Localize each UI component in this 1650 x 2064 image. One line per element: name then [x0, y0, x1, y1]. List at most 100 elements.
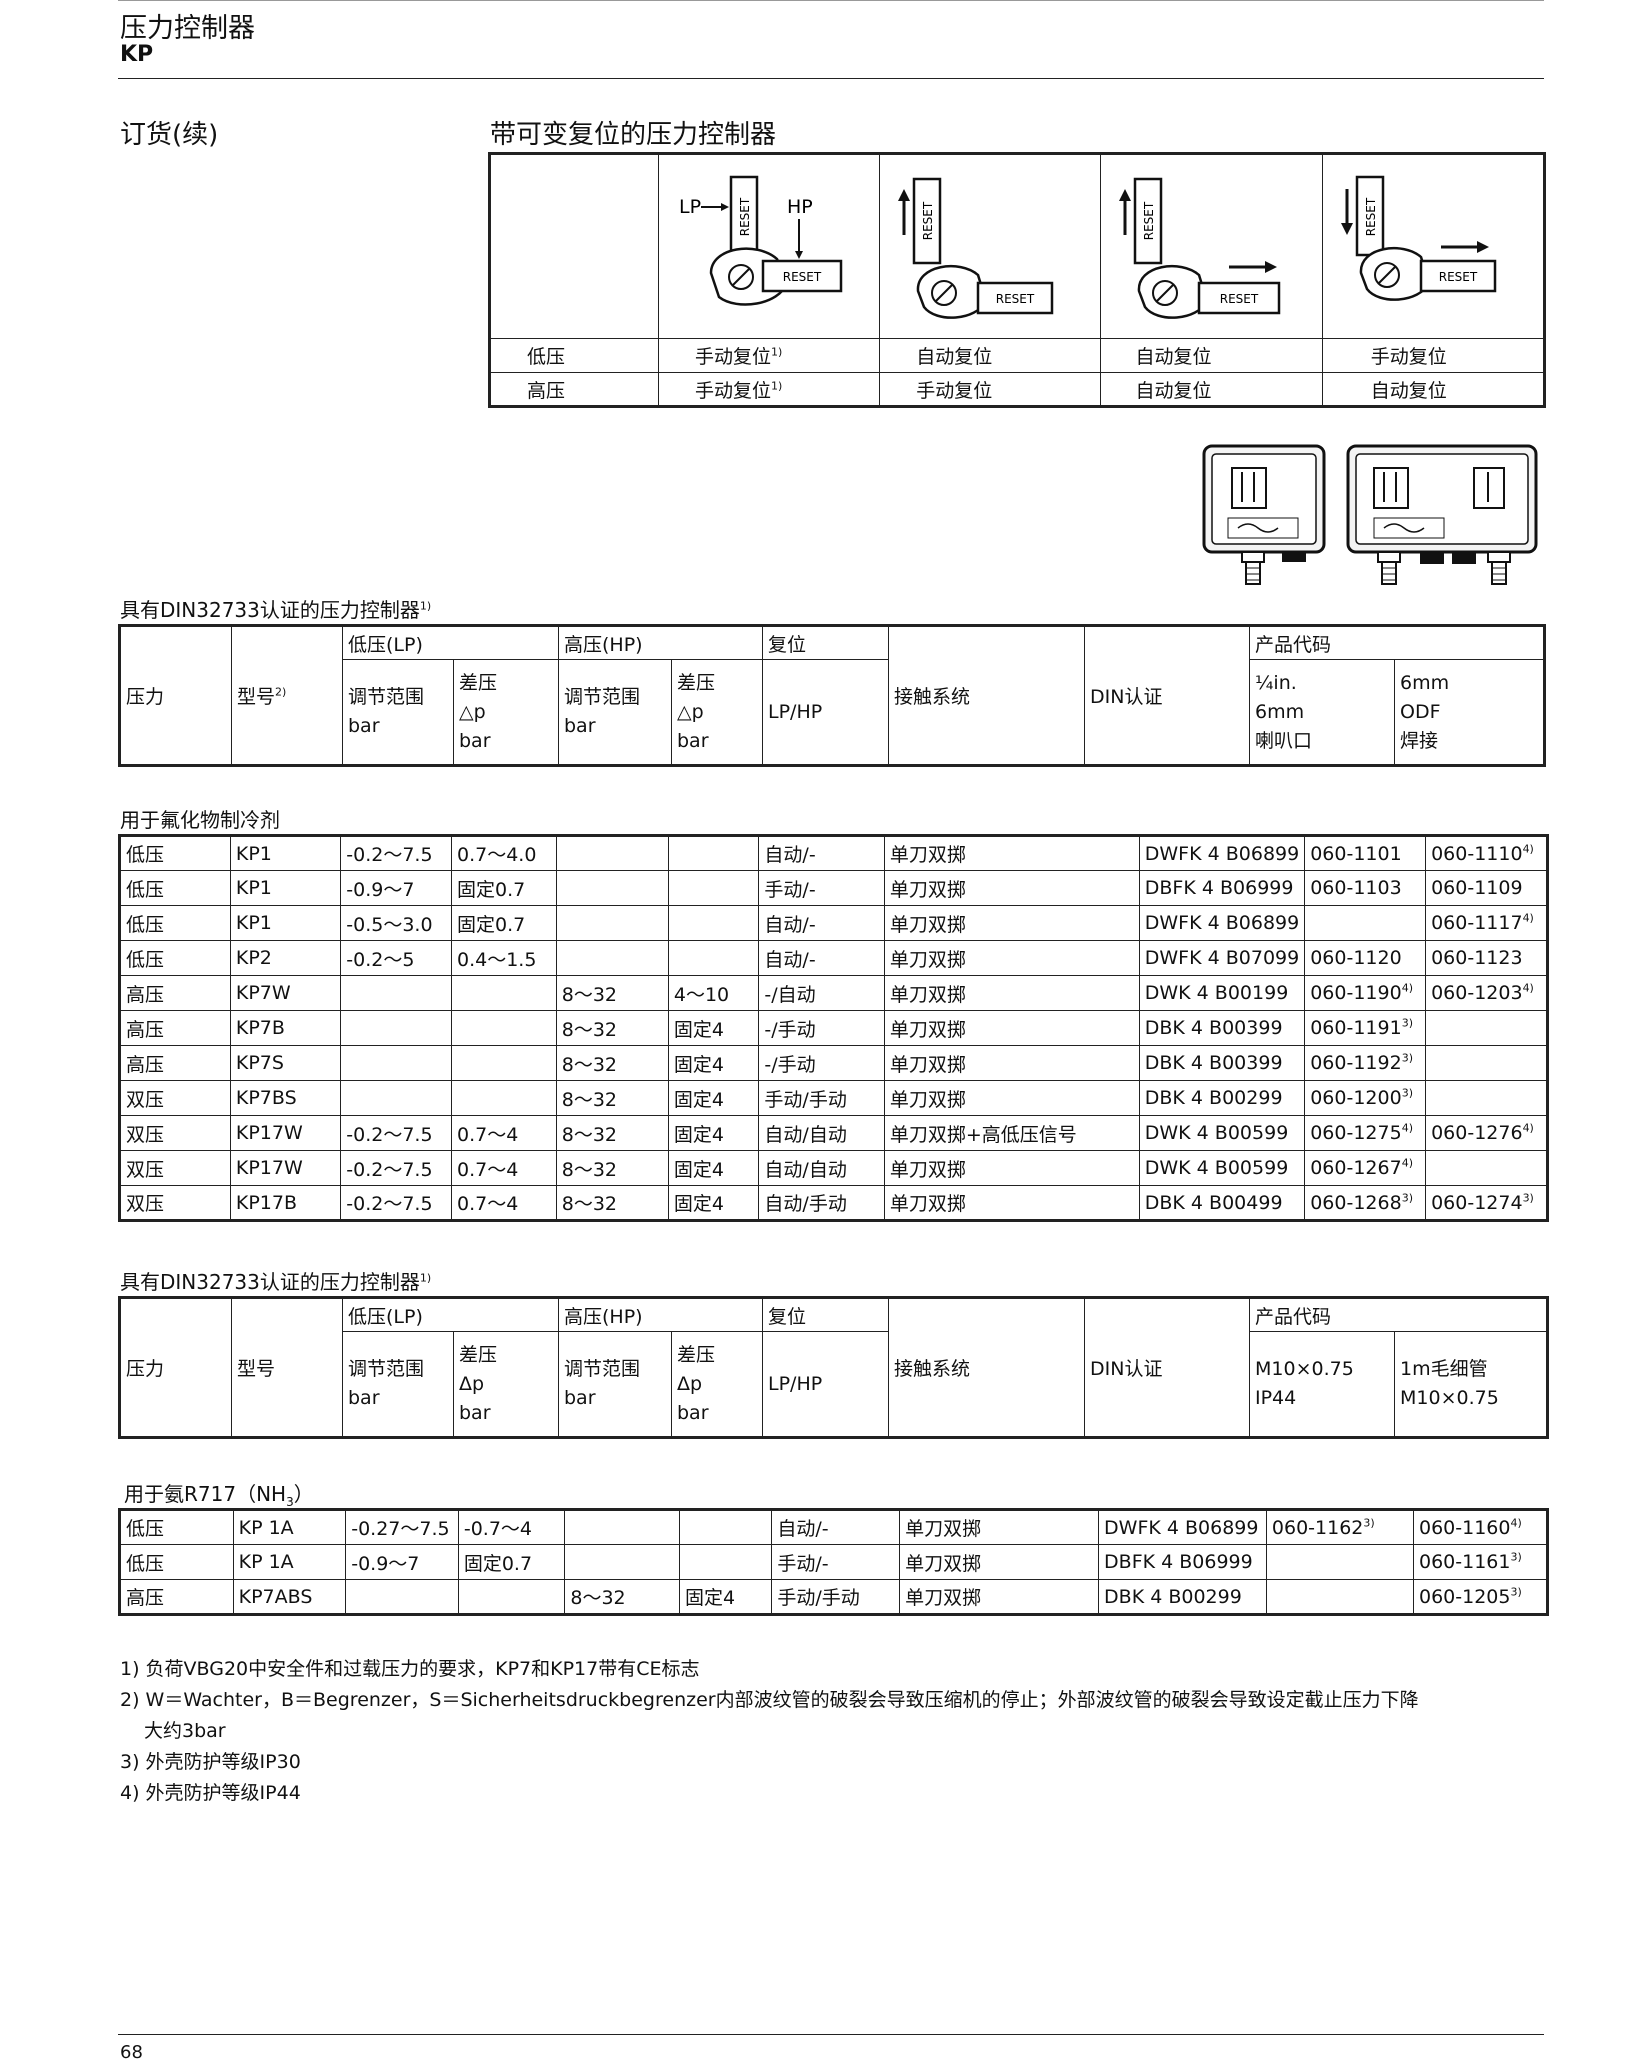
col-lphp: LP/HP — [762, 1331, 889, 1438]
table-cell-c1 — [1265, 1544, 1415, 1580]
table-cell-d: DWFK 4 B06899 — [1138, 905, 1306, 941]
table-cell-p: 高压 — [119, 1579, 234, 1615]
table-cell-lr — [340, 1045, 452, 1081]
page-number: 68 — [120, 2042, 143, 2063]
table2-caption: 具有DIN32733认证的压力控制器1) — [120, 1270, 432, 1294]
table-cell-m: KP7ABS — [232, 1579, 347, 1615]
reset-cell: 自动复位 — [1100, 372, 1323, 407]
table-cell-hr: 8～32 — [555, 1010, 669, 1046]
col-pressure: 压力 — [119, 625, 232, 766]
table-cell-r: -/手动 — [758, 1045, 885, 1081]
table-cell-hd: 固定4 — [679, 1579, 773, 1615]
table-cell-p: 低压 — [119, 940, 231, 976]
table-cell-ld — [457, 1579, 566, 1615]
table-cell-d: DBK 4 B00299 — [1098, 1579, 1267, 1615]
col-din: DIN认证 — [1084, 625, 1250, 766]
table-cell-hd: 固定4 — [667, 1150, 760, 1186]
table-cell-c: 单刀双掷 — [883, 905, 1140, 941]
table-cell-lr: -0.27～7.5 — [345, 1509, 459, 1545]
svg-text:RESET: RESET — [921, 201, 935, 240]
reset-cell: 自动复位 — [1100, 338, 1323, 373]
table-cell-c2: 060-11104) — [1425, 835, 1548, 871]
table-cell-p: 低压 — [119, 1509, 234, 1545]
col-lphp: LP/HP — [762, 659, 889, 766]
table-cell-ld: -0.7～4 — [457, 1509, 566, 1545]
col-lp: 低压(LP) — [342, 1297, 559, 1332]
table-cell-hd: 固定4 — [667, 1115, 760, 1151]
table-cell-r: 自动/- — [771, 1509, 901, 1545]
table-cell-hd — [667, 835, 760, 871]
table-cell-c1: 060-1101 — [1304, 835, 1427, 871]
svg-text:RESET: RESET — [738, 197, 752, 236]
table-cell-c2: 060-12034) — [1425, 975, 1548, 1011]
table-cell-c1: 060-12683) — [1304, 1185, 1427, 1221]
page-title: 压力控制器 — [120, 13, 255, 44]
table1-header: 压力 型号2) 低压(LP) 高压(HP) 复位 接触系统 DIN认证 产品代码… — [118, 624, 1546, 767]
reset-cell: 手动复位1) — [657, 338, 881, 373]
reset-row-low: 低压 手动复位1) 自动复位 自动复位 手动复位 — [489, 338, 1546, 373]
table-cell-lr — [340, 1080, 452, 1116]
table-cell-ld: 0.7～4 — [451, 1185, 557, 1221]
table-cell-m: KP7W — [229, 975, 342, 1011]
table-cell-d: DBFK 4 B06999 — [1098, 1544, 1267, 1580]
table-cell-hr — [555, 835, 669, 871]
table-cell-c1: 060-11913) — [1304, 1010, 1427, 1046]
table-cell-c: 单刀双掷 — [899, 1544, 1100, 1580]
reset-diagram-2: RESET RESET — [879, 153, 1102, 339]
table-cell-r: 手动/手动 — [758, 1080, 885, 1116]
table-cell-r: 自动/手动 — [758, 1185, 885, 1221]
table-cell-c1: 060-12754) — [1304, 1115, 1427, 1151]
table-cell-m: KP17W — [229, 1150, 342, 1186]
table-cell-c: 单刀双掷 — [883, 835, 1140, 871]
table-cell-r: -/手动 — [758, 1010, 885, 1046]
reset-row-label: 高压 — [489, 372, 659, 407]
reset-diagram-row: LP RESET HP RESET RESET — [489, 153, 1546, 339]
table-cell-c: 单刀双掷 — [883, 975, 1140, 1011]
table-cell-c1: 060-12003) — [1304, 1080, 1427, 1116]
table-cell-ld: 0.4～1.5 — [451, 940, 557, 976]
table-cell-ld: 0.7～4 — [451, 1150, 557, 1186]
table-cell-d: DWK 4 B00199 — [1138, 975, 1306, 1011]
table-cell-hd — [667, 940, 760, 976]
table-cell-c2 — [1425, 1045, 1548, 1081]
footnote-1: 1) 负荷VBG20中安全件和过载压力的要求，KP7和KP17带有CE标志 — [120, 1658, 700, 1680]
table-cell-c2: 060-12053) — [1413, 1579, 1548, 1615]
footnote-2-cont: 大约3bar — [144, 1720, 226, 1742]
reset-cell: 自动复位 — [1321, 372, 1546, 407]
table-cell-c2: 060-1109 — [1425, 870, 1548, 906]
table-cell-c: 单刀双掷 — [883, 1010, 1140, 1046]
col-din: DIN认证 — [1084, 1297, 1250, 1438]
table1-caption: 具有DIN32733认证的压力控制器1) — [120, 598, 432, 622]
table-cell-c1: 060-11904) — [1304, 975, 1427, 1011]
table2-header: 压力 型号 低压(LP) 高压(HP) 复位 接触系统 DIN认证 产品代码 调… — [118, 1296, 1549, 1439]
footnote-2: 2) W＝Wachter，B＝Begrenzer，S＝Sicherheitsdr… — [120, 1689, 1419, 1711]
reset-diagram-3: RESET RESET — [1100, 153, 1323, 339]
footer-rule — [118, 2034, 1544, 2035]
table-cell-lr: -0.2～7.5 — [340, 1115, 452, 1151]
table-cell-r: 手动/手动 — [771, 1579, 901, 1615]
svg-text:RESET: RESET — [1364, 197, 1378, 236]
table-cell-m: KP17W — [229, 1115, 342, 1151]
table-cell-lr — [340, 975, 452, 1011]
table-cell-hr: 8～32 — [555, 975, 669, 1011]
table-cell-hr — [564, 1509, 681, 1545]
table-cell-c: 单刀双掷 — [883, 1080, 1140, 1116]
table-cell-p: 高压 — [119, 1010, 231, 1046]
table-cell-c: 单刀双掷 — [883, 1150, 1140, 1186]
table-cell-c1: 060-1120 — [1304, 940, 1427, 976]
footnote-3: 3) 外壳防护等级IP30 — [120, 1751, 301, 1773]
table-cell-lr: -0.2～7.5 — [340, 1185, 452, 1221]
table-cell-c: 单刀双掷 — [899, 1509, 1100, 1545]
table-cell-c1: 060-11923) — [1304, 1045, 1427, 1081]
table-cell-m: KP 1A — [232, 1544, 347, 1580]
reset-cell: 手动复位 — [1321, 338, 1546, 373]
table-cell-p: 双压 — [119, 1185, 231, 1221]
